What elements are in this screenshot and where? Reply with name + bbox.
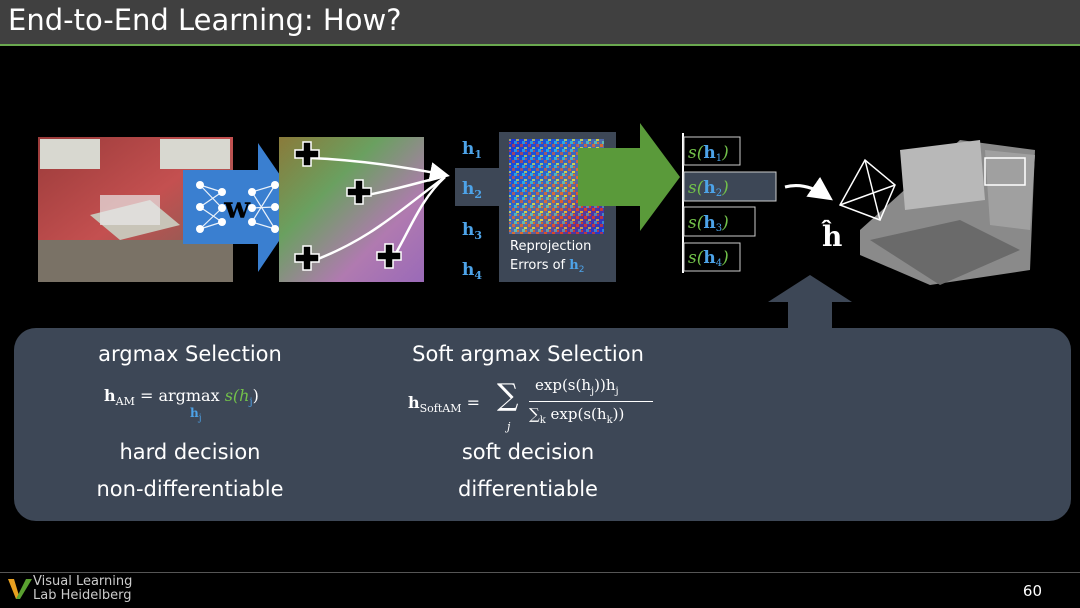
scoring-arrow <box>578 123 680 231</box>
sum-symbol: ∑ <box>497 378 519 413</box>
hypothesis-2: h2 <box>462 179 482 201</box>
score-bar-3 <box>683 206 756 237</box>
fraction-bar <box>529 401 653 402</box>
plus-icon <box>294 245 320 271</box>
score-label-2: s(h2) <box>688 178 729 199</box>
argmax-under: hj <box>190 406 202 424</box>
score-label-4: s(h4) <box>688 248 729 269</box>
pipeline-diagram: w h1 h2 h3 h4 Reprojection Errors of h2 <box>38 123 1035 330</box>
reprojection-label-line2: Errors of h2 <box>510 258 584 275</box>
lab-name: Visual Learning Lab Heidelberg <box>33 574 133 603</box>
plus-icon <box>346 179 372 205</box>
non-differentiable-text: non-differentiable <box>96 477 284 501</box>
reprojection-label-line1: Reprojection <box>510 239 591 254</box>
argmax-formula: hAM = argmax s(hj) <box>104 386 259 409</box>
sum-index: j <box>507 420 511 433</box>
footer-bar <box>0 572 1080 608</box>
sample-point-icons <box>294 141 402 271</box>
score-label-1: s(h1) <box>688 143 729 164</box>
estimated-pose-label: ĥ <box>821 220 842 253</box>
differentiable-text: differentiable <box>458 477 598 501</box>
score-bar-4 <box>683 242 741 272</box>
plus-icon <box>376 243 402 269</box>
estimate-arrow <box>784 176 833 201</box>
hard-decision-text: hard decision <box>119 440 261 464</box>
score-bars: s(h1) s(h2) s(h3) s(h4) <box>682 133 777 273</box>
hypothesis-4: h4 <box>462 260 482 282</box>
vll-logo-icon <box>8 579 32 599</box>
soft-argmax-lhs: hSoftAM = <box>408 393 480 416</box>
slide-title: End-to-End Learning: How? <box>8 3 402 37</box>
hypothesis-3: h3 <box>462 220 482 242</box>
score-label-3: s(h3) <box>688 213 729 234</box>
page-number: 60 <box>1022 582 1042 600</box>
score-bar-2 <box>683 171 777 202</box>
panel-up-arrow <box>768 275 852 330</box>
title-bar: End-to-End Learning: How? <box>0 0 1080 46</box>
soft-numerator: exp(s(hj))hj <box>535 376 619 397</box>
hypothesis-1: h1 <box>462 139 482 161</box>
argmax-heading: argmax Selection <box>98 342 282 366</box>
network-weight-label: w <box>223 191 251 226</box>
plus-icon <box>294 141 320 167</box>
soft-denominator: ∑k exp(s(hk)) <box>529 405 625 426</box>
network-arrow: w <box>183 143 302 272</box>
soft-argmax-heading: Soft argmax Selection <box>412 342 644 366</box>
selection-panel <box>14 328 1071 521</box>
scene-3d-render <box>838 140 1035 285</box>
score-bar-1 <box>683 136 741 166</box>
soft-decision-text: soft decision <box>461 440 595 464</box>
hypothesis-highlight <box>455 168 499 206</box>
scene-coordinate-map <box>279 137 450 282</box>
